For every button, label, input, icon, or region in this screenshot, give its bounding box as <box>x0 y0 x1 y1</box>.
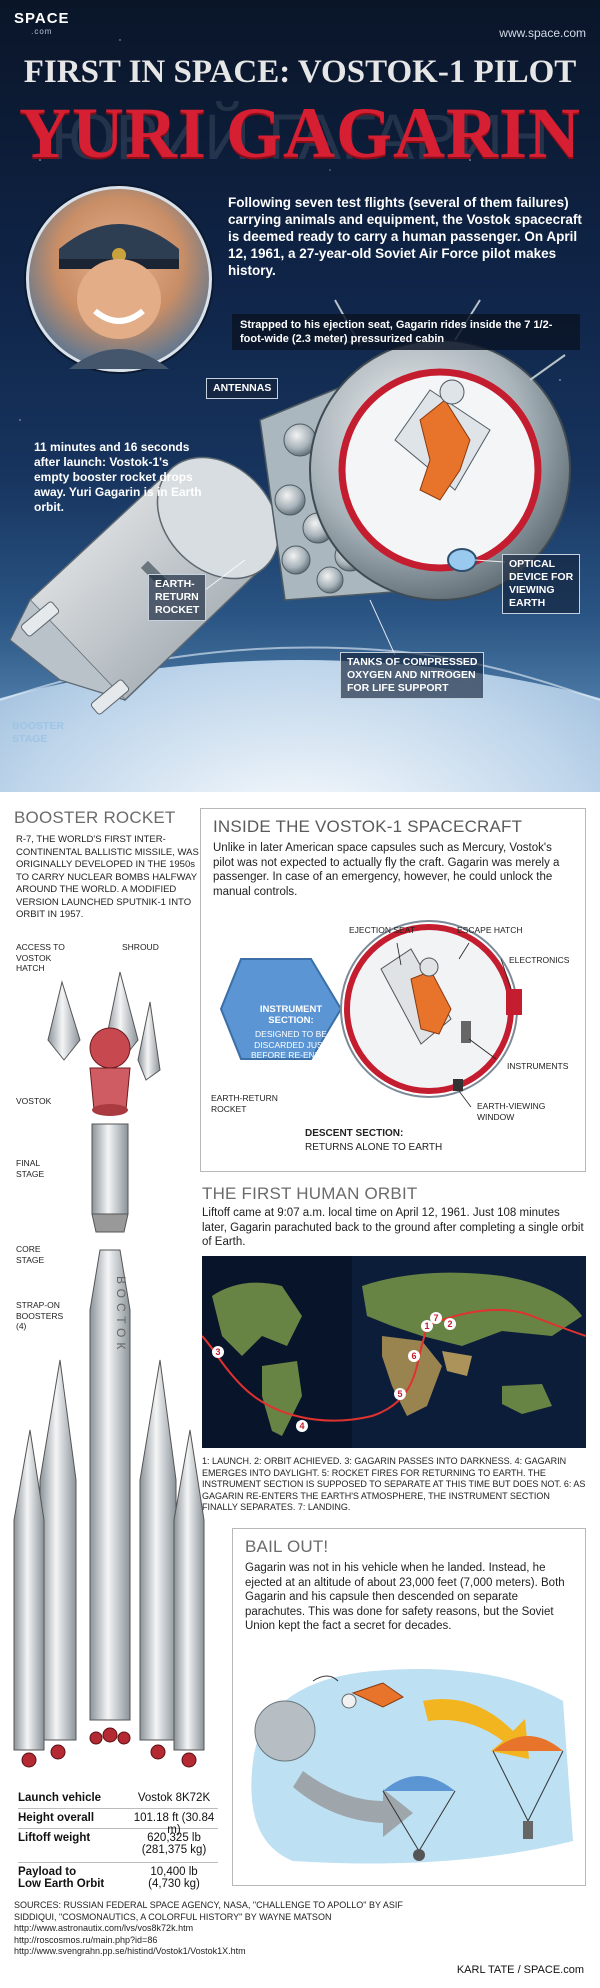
spec-key: Liftoff weight <box>18 1832 91 1844</box>
bailout-heading: BAIL OUT! <box>245 1537 329 1556</box>
vostok-capsule-diagram <box>89 1027 131 1116</box>
specs-row: Launch vehicle Vostok 8K72K <box>18 1792 218 1809</box>
specs-row: Liftoff weight 620,325 lb (281,375 kg) <box>18 1832 218 1863</box>
bailout-text: Gagarin was not in his vehicle when he l… <box>245 1562 565 1632</box>
hero-illustration <box>0 39 600 792</box>
svg-text:1: 1 <box>424 1321 429 1331</box>
access-hatch-label: ACCESS TO VOSTOK HATCH <box>16 942 65 973</box>
svg-text:4: 4 <box>299 1421 304 1431</box>
inside-text: Unlike in later American space capsules … <box>213 842 560 898</box>
title-line1: FIRST IN SPACE: VOSTOK-1 PILOT <box>23 54 577 90</box>
earth-viewing-window-label: EARTH-VIEWING WINDOW <box>477 1101 546 1122</box>
booster-text: R-7, THE WORLD'S FIRST INTER-CONTINENTAL… <box>16 834 199 920</box>
optical-device-label: OPTICAL DEVICE FOR VIEWING EARTH <box>502 554 581 614</box>
credit: KARL TATE / SPACE.com <box>456 1964 584 1976</box>
stars <box>19 39 561 421</box>
descent-section-desc: RETURNS ALONE TO EARTH <box>305 1142 443 1153</box>
core-stage-diagram <box>89 1249 131 1721</box>
booster-heading: BOOSTER ROCKET <box>14 808 176 827</box>
space-logo[interactable]: SPACE .com <box>14 10 70 36</box>
spec-key: Height overall <box>18 1812 95 1824</box>
inside-vostok-diagram <box>219 920 522 1108</box>
gagarin-portrait <box>26 186 212 372</box>
spec-key: Payload to Low Earth Orbit <box>18 1866 105 1890</box>
orbit-marker-4: 4 <box>296 1420 308 1432</box>
intro-text: Following seven test flights (several of… <box>228 195 582 278</box>
title-ghost-cyrillic: ЮРИЙ ГАГАРИН <box>50 101 550 173</box>
sources-block: SOURCES: RUSSIAN FEDERAL SPACE AGENCY, N… <box>14 1900 434 1958</box>
source-link-1[interactable]: http://www.astronautix.com/lvs/vos8k72k.… <box>14 1923 194 1933</box>
spec-value: 10,400 lb (4,730 kg) <box>148 1866 200 1890</box>
orbit-text: Liftoff came at 9:07 a.m. local time on … <box>202 1207 584 1248</box>
orbit-marker-2: 2 <box>444 1318 456 1330</box>
spec-value: 101.18 ft (30.84 m) <box>133 1812 215 1836</box>
svg-text:7: 7 <box>433 1313 438 1323</box>
instruments-label: INSTRUMENTS <box>507 1061 569 1071</box>
ejection-seat-label: EJECTION SEAT <box>349 925 415 935</box>
logo-text: SPACE <box>14 10 70 27</box>
instrument-section-desc: DESIGNED TO BE DISCARDED JUST BEFORE RE-… <box>251 1029 332 1060</box>
final-stage-diagram <box>91 1123 129 1233</box>
rocket-vostok-text: ВОСТОК <box>114 1276 128 1354</box>
shroud-label: SHROUD <box>122 942 159 952</box>
orbit-heading: THE FIRST HUMAN ORBIT <box>202 1184 418 1203</box>
source-link-2[interactable]: http://roscosmos.ru/main.php?id=86 <box>14 1934 158 1945</box>
inside-vostok-panel: INSIDE THE VOSTOK-1 SPACECRAFT Unlike in… <box>200 808 586 1172</box>
instrument-section-label: INSTRUMENT SECTION: <box>259 1004 323 1026</box>
specs-row: Height overall 101.18 ft (30.84 m) <box>18 1812 218 1836</box>
orbit-note: 11 minutes and 16 seconds after launch: … <box>34 440 202 514</box>
hero-section: SPACE .com www.space.com FIRST IN SPACE:… <box>0 0 600 792</box>
engine-nozzles <box>21 1727 197 1768</box>
core-stage-label: CORE STAGE <box>16 1244 45 1265</box>
final-stage-label: FINAL STAGE <box>16 1158 45 1179</box>
orbit-marker-5: 5 <box>394 1388 406 1400</box>
svg-text:5: 5 <box>397 1389 402 1399</box>
title-line2: YURI GAGARIN <box>18 93 582 173</box>
orbit-caption: 1: LAUNCH. 2: ORBIT ACHIEVED. 3: GAGARIN… <box>202 1456 586 1512</box>
booster-stage-label: BOOSTER STAGE <box>12 720 64 745</box>
svg-text:6: 6 <box>411 1351 416 1361</box>
antennas-label: ANTENNAS <box>206 378 279 399</box>
bailout-panel: BAIL OUT! Gagarin was not in his vehicle… <box>232 1528 586 1886</box>
descent-section-title: DESCENT SECTION: <box>305 1128 404 1139</box>
r7-rocket-diagram: ВОСТОК <box>13 971 205 1768</box>
portrait-image <box>59 224 179 369</box>
cabin-callout: Strapped to his ejection seat, Gagarin r… <box>232 314 580 350</box>
bailout-illustration <box>251 1669 573 1864</box>
site-url[interactable]: www.space.com <box>499 26 586 40</box>
tanks-label: TANKS OF COMPRESSED OXYGEN AND NITROGEN … <box>340 652 485 699</box>
escape-hatch-label: ESCAPE HATCH <box>457 925 523 935</box>
spec-key: Launch vehicle <box>18 1792 102 1804</box>
electronics-label: ELECTRONICS <box>509 955 570 965</box>
strap-on-boosters-label: STRAP-ON BOOSTERS (4) <box>16 1300 64 1331</box>
vostok-capsule-illustration <box>259 299 571 601</box>
orbit-map: 1 2 3 4 5 6 7 <box>202 1256 586 1448</box>
vostok-label: VOSTOK <box>16 1096 52 1106</box>
orbit-marker-7: 7 <box>430 1312 442 1324</box>
specs-row: Payload to Low Earth Orbit 10,400 lb (4,… <box>18 1866 218 1896</box>
spec-value: Vostok 8K72K <box>137 1792 211 1804</box>
earth-return-rocket-label-2: EARTH-RETURN ROCKET <box>211 1093 278 1114</box>
svg-text:3: 3 <box>215 1347 220 1357</box>
inside-heading: INSIDE THE VOSTOK-1 SPACECRAFT <box>213 817 523 836</box>
source-link-3[interactable]: http://www.svengrahn.pp.se/histind/Vosto… <box>14 1946 246 1956</box>
orbit-marker-3: 3 <box>212 1346 224 1358</box>
sources-text: SOURCES: RUSSIAN FEDERAL SPACE AGENCY, N… <box>14 1900 403 1922</box>
strap-on-boosters-diagram <box>13 1359 205 1751</box>
svg-text:2: 2 <box>447 1319 452 1329</box>
spec-value: 620,325 lb (281,375 kg) <box>141 1832 207 1856</box>
logo-sub: .com <box>31 27 53 36</box>
earth-return-rocket-label: EARTH- RETURN ROCKET <box>148 574 207 621</box>
orbit-marker-1: 1 <box>421 1320 433 1332</box>
orbit-marker-6: 6 <box>408 1350 420 1362</box>
